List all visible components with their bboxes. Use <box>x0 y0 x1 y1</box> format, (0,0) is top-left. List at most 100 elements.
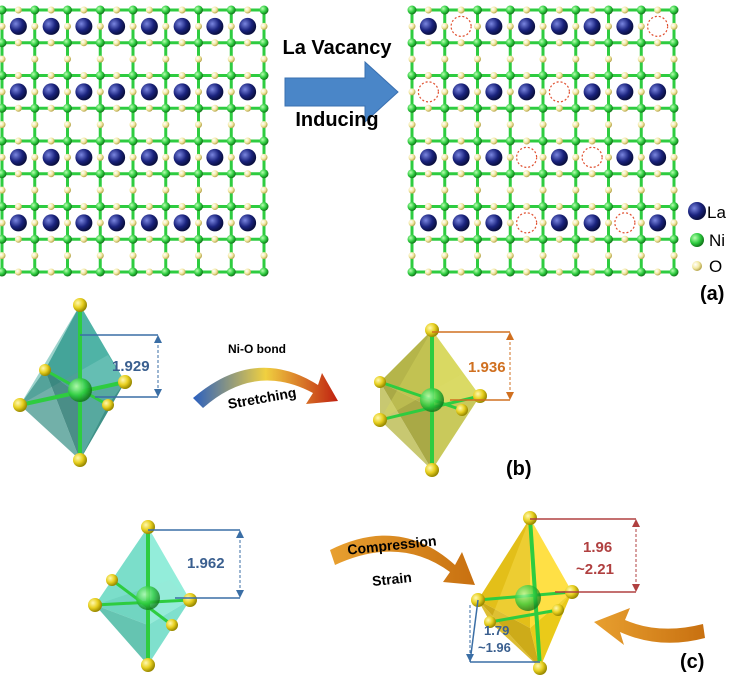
o-atom <box>637 22 645 30</box>
octahedron-b-right <box>373 323 487 477</box>
ni-atom <box>669 169 679 179</box>
ni-atom <box>407 103 417 113</box>
ni-atom <box>407 267 417 277</box>
o-atom <box>227 219 235 227</box>
la-atom <box>140 17 158 35</box>
la-atom <box>42 148 60 166</box>
o-atom <box>441 121 449 129</box>
o-atom <box>490 137 498 145</box>
o-atom <box>145 104 153 112</box>
o-atom <box>47 39 55 47</box>
o-atom <box>523 511 537 525</box>
octahedron-c-right <box>471 511 579 675</box>
la-vacancy-arrow: La Vacancy Inducing <box>283 37 399 131</box>
ni-atom <box>571 5 581 15</box>
ni-atom <box>0 103 7 113</box>
o-atom <box>64 186 71 194</box>
ni-atom <box>571 234 581 244</box>
la-atom <box>173 83 191 101</box>
o-atom <box>39 364 51 376</box>
ni-atom <box>128 234 138 244</box>
la-atom <box>239 148 257 166</box>
o-atom <box>47 268 55 276</box>
ni-atom <box>95 38 105 48</box>
o-atom <box>572 219 580 227</box>
o-atom <box>474 153 481 161</box>
o-atom <box>441 252 449 260</box>
o-atom <box>424 104 432 112</box>
o-atom <box>539 153 547 161</box>
ni-atom <box>259 5 269 15</box>
o-atom <box>195 22 202 30</box>
o-atom <box>64 55 71 63</box>
o-atom <box>555 104 563 112</box>
o-atom <box>523 39 531 47</box>
o-atom <box>441 153 449 161</box>
ni-atom <box>604 267 613 277</box>
ni-atom <box>538 38 548 48</box>
ni-atom <box>226 136 236 146</box>
o-atom <box>129 186 137 194</box>
ni-atom <box>128 38 138 48</box>
ni-atom <box>194 38 203 48</box>
arrow-label-bottom: Inducing <box>295 109 378 131</box>
o-atom <box>555 235 563 243</box>
la-atom <box>616 148 634 166</box>
ni-atom <box>407 136 417 146</box>
o-atom <box>113 170 121 178</box>
la-atom <box>452 148 470 166</box>
o-atom <box>178 170 186 178</box>
o-atom <box>506 22 514 30</box>
o-atom <box>424 170 432 178</box>
o-atom <box>162 153 170 161</box>
o-atom <box>457 104 465 112</box>
o-atom <box>14 203 22 210</box>
ni-atom <box>194 267 203 277</box>
ni-atom <box>440 71 450 80</box>
o-atom <box>129 88 137 96</box>
o-atom <box>244 268 252 276</box>
ni-atom <box>128 202 138 211</box>
o-atom <box>0 153 6 161</box>
o-atom <box>96 22 104 30</box>
o-atom <box>47 72 55 79</box>
o-atom <box>211 6 219 14</box>
o-atom <box>670 121 678 129</box>
ni-atom <box>95 267 105 277</box>
la-atom <box>485 17 503 35</box>
o-atom <box>244 203 252 210</box>
la-vacancy-ring <box>614 212 636 234</box>
o-atom <box>408 121 416 129</box>
o-atom <box>484 616 496 628</box>
o-atom <box>670 252 678 260</box>
o-atom <box>141 520 155 534</box>
ni-atom <box>161 38 171 48</box>
o-atom <box>506 219 514 227</box>
ni-atom <box>128 267 138 277</box>
ni-atom <box>440 103 450 113</box>
o-atom <box>13 398 27 412</box>
ni-atom <box>194 202 203 211</box>
o-atom <box>621 6 629 14</box>
ni-atom <box>571 103 581 113</box>
o-atom <box>227 186 235 194</box>
o-atom <box>162 121 170 129</box>
la-vacancy-ring <box>516 146 538 168</box>
ni-atom <box>636 234 646 244</box>
o-atom <box>0 219 6 227</box>
o-atom <box>64 153 71 161</box>
o-atom <box>588 6 596 14</box>
o-atom <box>260 121 268 129</box>
bond-marker-b-left: 1.929 <box>80 334 162 398</box>
ni-atom <box>0 38 7 48</box>
o-atom <box>456 404 468 416</box>
o-atom <box>260 153 268 161</box>
o-atom <box>539 22 547 30</box>
ni-atom <box>604 202 613 211</box>
ni-atom <box>538 267 548 277</box>
ni-atom <box>636 5 646 15</box>
o-atom <box>588 203 596 210</box>
ni-atom <box>161 136 171 146</box>
ni-atom <box>226 169 236 179</box>
o-atom <box>621 137 629 145</box>
